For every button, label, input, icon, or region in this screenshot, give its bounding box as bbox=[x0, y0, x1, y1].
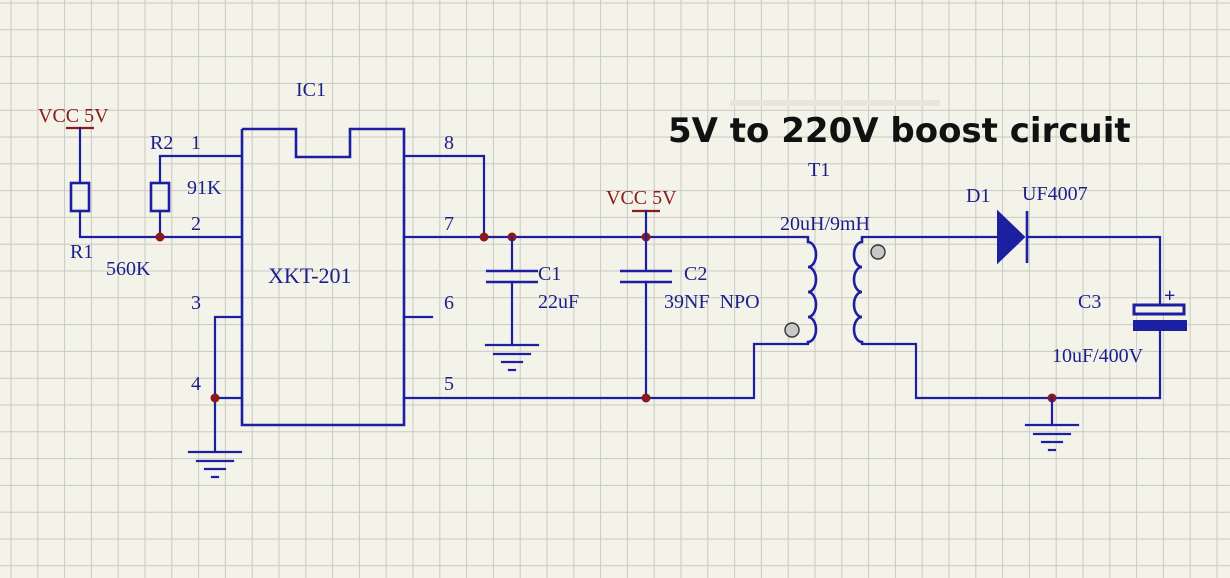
ic-pin-6: 6 bbox=[444, 292, 454, 314]
junction-pin7-pin8 bbox=[479, 232, 489, 242]
d1-value: UF4007 bbox=[1022, 183, 1088, 205]
t1-value: 20uH/9mH bbox=[780, 213, 870, 235]
t1-primary-dot bbox=[784, 322, 800, 338]
wire-pin8 bbox=[402, 154, 486, 239]
r2-resistor[interactable] bbox=[149, 181, 171, 213]
ic1-name: XKT-201 bbox=[268, 263, 352, 288]
ic1-body bbox=[240, 127, 406, 427]
ic-pin-5: 5 bbox=[444, 373, 454, 395]
t1-ref: T1 bbox=[808, 159, 830, 181]
return-wire bbox=[402, 342, 810, 403]
output-stage bbox=[860, 235, 1162, 427]
c3-value: 10uF/400V bbox=[1052, 345, 1144, 367]
ic-pin-7: 7 bbox=[444, 213, 454, 235]
ic-pin-1: 1 bbox=[191, 132, 201, 154]
ground-symbol-output bbox=[1024, 423, 1080, 452]
ground-symbol-c1 bbox=[484, 343, 540, 372]
c2-ref: C2 bbox=[684, 263, 707, 285]
wire-r1-pin2 bbox=[78, 209, 242, 239]
t1-primary-winding bbox=[806, 237, 818, 344]
d1-triangle bbox=[997, 209, 1026, 265]
wire-secondary-return bbox=[860, 342, 1162, 400]
r2-value: 91K bbox=[187, 177, 222, 199]
title-underline-decoration bbox=[730, 100, 940, 106]
c3-ref: C3 bbox=[1078, 291, 1101, 313]
junction-c2-bottom bbox=[641, 393, 651, 403]
d1-ref: D1 bbox=[966, 185, 990, 207]
ic-pin-2: 2 bbox=[191, 213, 201, 235]
ic-pin-4: 4 bbox=[191, 373, 201, 395]
c3-capacitor[interactable] bbox=[1132, 303, 1187, 400]
wire-pin1-r2 bbox=[158, 154, 242, 185]
ic-pin-3: 3 bbox=[191, 292, 201, 314]
r2-ref: R2 bbox=[150, 132, 173, 154]
t1-transformer[interactable] bbox=[784, 237, 886, 344]
wire-pin3-pin4 bbox=[213, 315, 242, 400]
ic1-chip[interactable] bbox=[210, 127, 486, 454]
r1-r2-network bbox=[66, 126, 242, 242]
c3-plus-sign: + bbox=[1164, 285, 1175, 307]
ic1-ref: IC1 bbox=[296, 79, 326, 101]
c1-capacitor[interactable] bbox=[486, 235, 538, 347]
t1-secondary-winding bbox=[852, 237, 864, 344]
c2-capacitor[interactable] bbox=[620, 235, 672, 400]
diagram-title: 5V to 220V boost circuit bbox=[668, 111, 1131, 151]
c2-value: 39NF NPO bbox=[664, 291, 760, 313]
r1-value: 560K bbox=[106, 258, 151, 280]
vcc-mid-label: VCC 5V bbox=[606, 187, 677, 209]
junction-r1-r2 bbox=[155, 232, 165, 242]
ground-symbol-left bbox=[187, 450, 243, 479]
r1-ref: R1 bbox=[70, 241, 93, 263]
ic-pin-8: 8 bbox=[444, 132, 454, 154]
junction-pin4 bbox=[210, 393, 220, 403]
d1-diode[interactable] bbox=[997, 209, 1162, 307]
c1-ref: C1 bbox=[538, 263, 561, 285]
vcc-rail bbox=[402, 209, 810, 242]
wire-d1-c3 bbox=[1025, 235, 1162, 307]
wire-pin5-return bbox=[402, 342, 810, 400]
c3-positive-plate bbox=[1132, 303, 1186, 316]
vcc-left-label: VCC 5V bbox=[38, 105, 109, 127]
r1-resistor[interactable] bbox=[69, 181, 91, 213]
c1-value: 22uF bbox=[538, 291, 579, 313]
c3-negative-plate bbox=[1133, 320, 1187, 331]
t1-secondary-dot bbox=[870, 244, 886, 260]
